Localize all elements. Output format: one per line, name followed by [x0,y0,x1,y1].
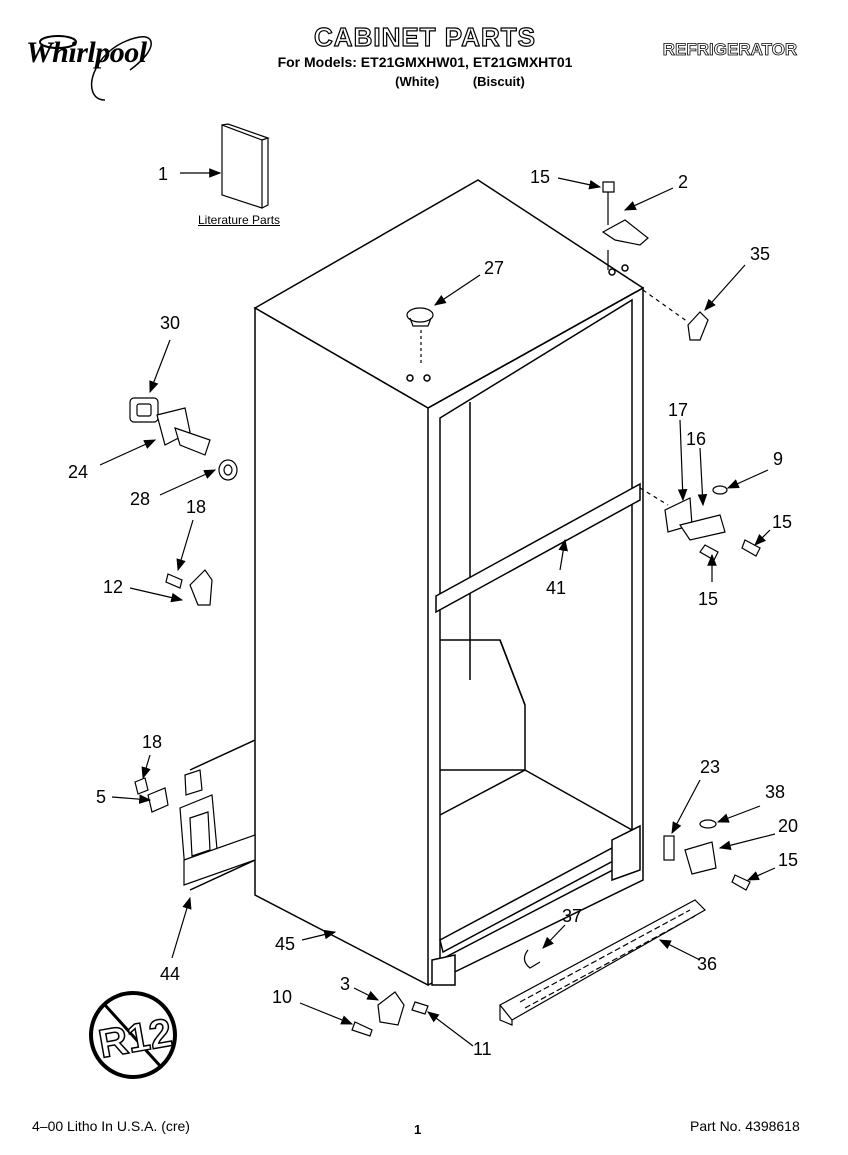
callout-10: 10 [272,987,292,1007]
whirlpool-swoosh-icon [39,35,152,101]
part-35-clip [687,311,709,341]
brand-logo: Whirlpool [26,36,147,69]
callout-28: 28 [130,489,150,509]
left-parts-30-24-28 [129,397,238,481]
callout-3: 3 [340,974,350,994]
callout-30: 30 [160,313,180,333]
r12-badge [89,991,177,1079]
callout-1: 1 [158,164,168,184]
callout-15-lower: 15 [698,589,718,609]
callout-27: 27 [484,258,504,278]
callout-38: 38 [765,782,785,802]
category-label: REFRIGERATOR [662,40,798,60]
callout-45: 45 [275,934,295,954]
callout-15-bottom: 15 [778,850,798,870]
lower-parts-3-10-11 [351,991,429,1037]
bracket-12 [165,569,213,606]
models-line: For Models: ET21GMXHW01, ET21GMXHT01 [277,54,573,70]
callout-15-top: 15 [530,167,550,187]
callout-5: 5 [96,787,106,807]
callout-41: 41 [546,578,566,598]
page-title: CABINET PARTS [313,21,536,52]
right-hinge-assembly [639,485,761,561]
footer-litho: 4–00 Litho In U.S.A. (cre) [32,1118,190,1134]
callout-16: 16 [686,429,706,449]
callout-9: 9 [773,449,783,469]
callout-15-right: 15 [772,512,792,532]
variants-line: (White) (Biscuit) [395,74,525,89]
callout-24: 24 [68,462,88,482]
divider-rail [435,482,641,614]
lower-right-hinge [663,819,751,891]
callout-20: 20 [778,816,798,836]
literature-booklet [221,123,270,209]
part-37-clip [523,949,541,969]
page-number: 1 [414,1122,422,1137]
lower-left-hinge [134,769,256,886]
toe-grille [499,899,706,1026]
callout-11: 11 [473,1039,492,1059]
callout-18-upper: 18 [186,497,206,517]
callout-12: 12 [103,577,123,597]
leader-lines [99,168,776,1047]
callout-44: 44 [160,964,180,984]
callout-18-lower: 18 [142,732,162,752]
callout-35: 35 [750,244,770,264]
part-number: Part No. 4398618 [690,1118,800,1134]
callout-23: 23 [700,757,720,777]
cabinet-body [189,179,645,987]
callout-36: 36 [697,954,717,974]
literature-parts-label: Literature Parts [198,213,281,227]
callout-17: 17 [668,400,688,420]
hole-plug [406,307,434,365]
top-hinge-assembly [601,181,649,270]
callout-37: 37 [562,906,582,926]
callout-2: 2 [678,172,688,192]
